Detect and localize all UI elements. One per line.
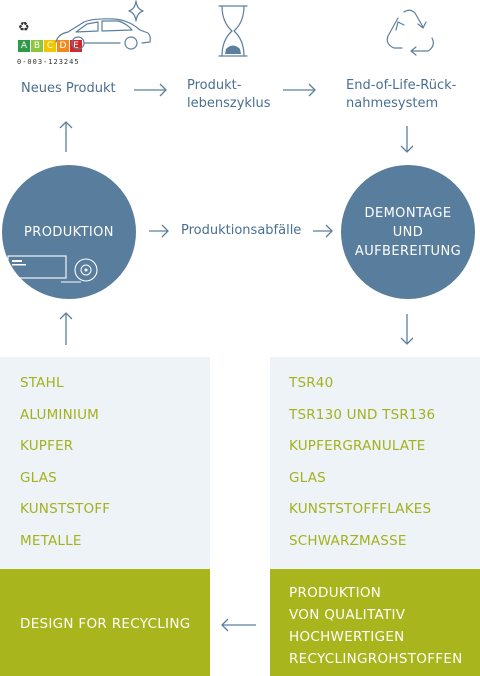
dismantling-line-1: DEMONTAGE — [364, 205, 452, 221]
input-material: KUNSTSTOFF — [20, 501, 111, 517]
battery-icon — [7, 255, 67, 279]
product-lifecycle-line-1: Produkt- — [187, 78, 242, 93]
sparkle-icon — [128, 0, 144, 22]
arrow-right-3 — [149, 224, 169, 238]
input-material: KUPFER — [20, 438, 74, 454]
arrow-up-1 — [59, 121, 73, 152]
production-label: PRODUKTION — [24, 224, 114, 240]
output-materials-list: TSR40 TSR130 UND TSR136 KUPFERGRANULATE … — [289, 368, 480, 557]
raw-materials-line-4: RECYCLINGROHSTOFFEN — [289, 651, 463, 667]
output-material: TSR130 UND TSR136 — [289, 406, 436, 423]
output-materials-panel: TSR40 TSR130 UND TSR136 KUPFERGRANULATE … — [270, 357, 480, 569]
output-material: GLAS — [289, 469, 326, 486]
new-product-label: Neues Produkt — [21, 81, 116, 96]
input-material: GLAS — [20, 469, 57, 486]
end-of-life-line-2: nahmesystem — [346, 96, 439, 111]
raw-materials-line-2: VON QUALITATIV — [289, 607, 406, 623]
arrow-up-2 — [59, 312, 73, 345]
energy-class-a: A — [18, 40, 30, 52]
energy-class-b: B — [31, 40, 43, 52]
end-of-life-line-1: End-of-Life-Rück- — [346, 78, 457, 93]
device-icon — [61, 281, 81, 283]
arrow-down-2 — [400, 314, 414, 345]
dismantling-line-3: AUFBEREITUNG — [354, 243, 462, 259]
arrow-down-1 — [400, 126, 414, 153]
output-material: KUNSTSTOFFFLAKES — [289, 501, 432, 517]
raw-materials-text: PRODUKTION VON QUALITATIV HOCHWERTIGEN R… — [289, 582, 463, 670]
disc-icon — [74, 258, 98, 282]
output-material: KUPFERGRANULATE — [289, 438, 426, 454]
input-material: METALLE — [20, 532, 82, 549]
design-for-recycling-panel: DESIGN FOR RECYCLING — [0, 569, 210, 676]
raw-materials-panel: PRODUKTION VON QUALITATIV HOCHWERTIGEN R… — [270, 569, 480, 676]
arrow-right-4 — [313, 224, 333, 238]
dismantling-line-2: UND — [392, 224, 424, 240]
production-waste-label: Produktionsabfälle — [181, 223, 302, 238]
car-icon — [55, 18, 151, 50]
dismantling-circle: DEMONTAGE UND AUFBEREITUNG — [341, 165, 475, 299]
raw-materials-line-1: PRODUKTION — [289, 585, 382, 601]
input-materials-list: STAHL ALUMINIUM KUPFER GLAS KUNSTSTOFF M… — [20, 368, 210, 557]
end-of-life-label: End-of-Life-Rück- nahmesystem — [346, 77, 456, 113]
production-circle: PRODUKTION — [2, 165, 136, 299]
recycle-triangle-icon — [386, 9, 434, 56]
design-for-recycling-label: DESIGN FOR RECYCLING — [20, 616, 191, 632]
energy-class-d: D — [57, 40, 69, 52]
input-material: STAHL — [20, 375, 64, 391]
energy-class-c: C — [44, 40, 56, 52]
raw-materials-line-3: HOCHWERTIGEN — [289, 629, 405, 645]
input-materials-panel: STAHL ALUMINIUM KUPFER GLAS KUNSTSTOFF M… — [0, 357, 210, 569]
hourglass-icon — [218, 5, 248, 57]
input-material: ALUMINIUM — [20, 406, 100, 423]
product-illustration: ♻ A B C D E 0-003-123245 — [14, 0, 154, 70]
product-code: 0-003-123245 — [17, 58, 80, 66]
arrow-left-1 — [221, 618, 256, 632]
recycle-symbol: ♻ — [18, 20, 30, 35]
output-material: TSR40 — [289, 375, 334, 391]
arrow-right-2 — [283, 83, 316, 97]
product-lifecycle-label: Produkt- lebenszyklus — [187, 77, 271, 113]
product-lifecycle-line-2: lebenszyklus — [187, 96, 271, 111]
output-material: SCHWARZMASSE — [289, 532, 407, 549]
arrow-right-1 — [134, 83, 167, 97]
